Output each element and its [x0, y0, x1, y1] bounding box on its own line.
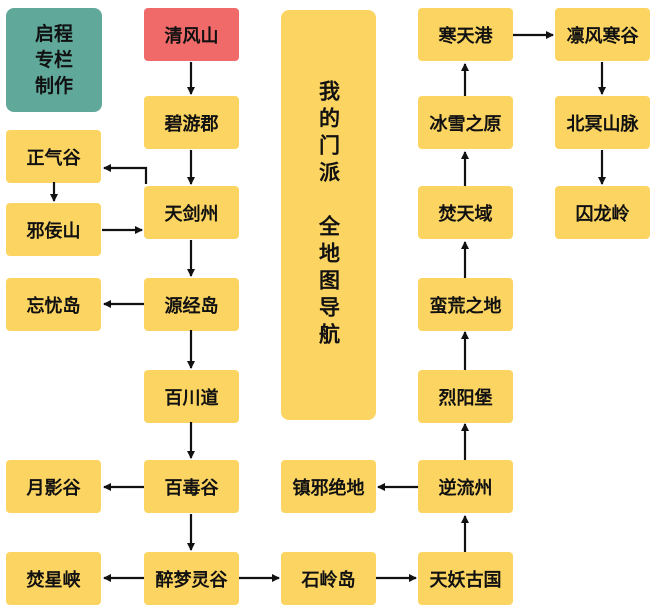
author-badge: 启程 专栏 制作 — [6, 8, 102, 112]
node-manhuangzhidi: 蛮荒之地 — [418, 278, 513, 331]
node-tianyaoguguo: 天妖古国 — [418, 552, 513, 605]
node-zuimenglinggu: 醉梦灵谷 — [144, 552, 239, 605]
diagram-title: 我的门派 全地图导航 — [281, 10, 376, 420]
node-lieyangbao: 烈阳堡 — [418, 370, 513, 423]
node-qiulongling: 囚龙岭 — [555, 186, 650, 239]
node-baichuandao: 百川道 — [144, 370, 239, 423]
node-fentianyu: 焚天域 — [418, 186, 513, 239]
node-biyoujun: 碧游郡 — [144, 96, 239, 149]
arrow-tianjianzhou-zhengqigu — [103, 164, 148, 184]
node-tianjianzhou: 天剑州 — [144, 186, 239, 239]
node-bingxuezhiyuan: 冰雪之原 — [418, 96, 513, 149]
node-linfenghangu: 凛风寒谷 — [555, 8, 650, 61]
node-yuanjingdao: 源经岛 — [144, 278, 239, 331]
node-yueyinggu: 月影谷 — [6, 460, 101, 513]
node-zhenxiejuedi: 镇邪绝地 — [281, 460, 376, 513]
node-qingfengshan: 清风山 — [144, 8, 239, 61]
node-zhengqigu: 正气谷 — [6, 130, 101, 183]
node-baidugu: 百毒谷 — [144, 460, 239, 513]
node-hantiangang: 寒天港 — [418, 8, 513, 61]
node-wangyoudao: 忘忧岛 — [6, 278, 101, 331]
node-shilingdao: 石岭岛 — [281, 552, 376, 605]
node-niliuzhou: 逆流州 — [418, 460, 513, 513]
node-xiening: 邪佞山 — [6, 203, 101, 256]
node-fenxingxia: 焚星峡 — [6, 552, 101, 605]
node-beimingshanmai: 北冥山脉 — [555, 96, 650, 149]
